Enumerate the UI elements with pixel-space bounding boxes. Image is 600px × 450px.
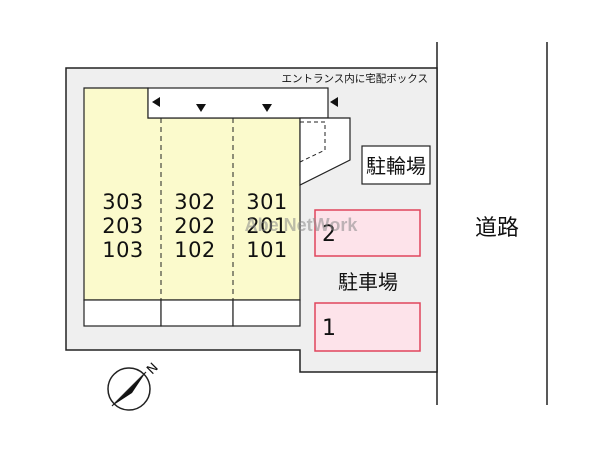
corridor xyxy=(147,87,329,119)
parking-space-number: 1 xyxy=(322,316,336,341)
balcony xyxy=(160,299,234,327)
unit-number: 302 xyxy=(174,190,216,214)
bicycle-parking-label: 駐輪場 xyxy=(366,154,426,178)
parking-space-2 xyxy=(314,209,421,257)
arrow-left-icon xyxy=(152,97,160,107)
unit-number: 202 xyxy=(174,214,216,238)
watermark: Abe NetWork xyxy=(245,215,359,235)
balcony xyxy=(232,299,301,327)
unit-number: 101 xyxy=(246,238,288,262)
compass-icon xyxy=(107,367,151,411)
arrow-down-icon xyxy=(262,104,272,112)
unit-number: 102 xyxy=(174,238,216,262)
unit-number: 301 xyxy=(246,190,288,214)
arrow-down-icon xyxy=(196,104,206,112)
entrance-note: エントランス内に宅配ボックス xyxy=(282,72,428,85)
entrance-annex xyxy=(299,117,351,186)
balcony xyxy=(83,299,162,327)
north-label: N xyxy=(144,360,161,377)
arrow-left-icon xyxy=(330,97,338,107)
road-label: 道路 xyxy=(475,216,519,241)
unit-number: 203 xyxy=(102,214,144,238)
parking-space-1 xyxy=(314,302,421,352)
bicycle-parking-box xyxy=(361,145,431,185)
parking-label: 駐車場 xyxy=(338,270,398,294)
unit-number: 201 xyxy=(246,214,288,238)
unit-number: 303 xyxy=(102,190,144,214)
parking-space-number: 2 xyxy=(322,222,336,247)
annex-dashed xyxy=(299,121,326,163)
unit-number: 103 xyxy=(102,238,144,262)
